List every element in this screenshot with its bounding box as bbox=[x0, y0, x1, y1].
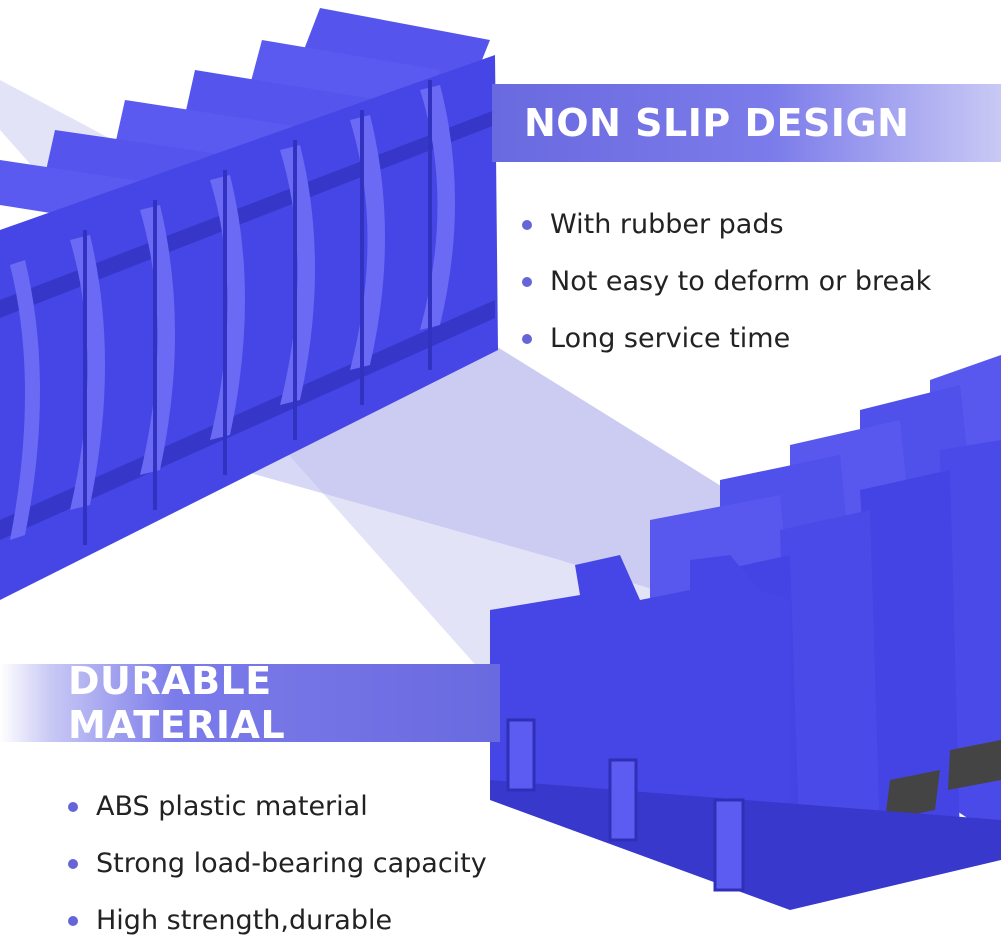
feature-text: With rubber pads bbox=[550, 209, 784, 240]
feature-item: Not easy to deform or break bbox=[522, 253, 931, 310]
bullet-dot-icon bbox=[68, 858, 78, 869]
feature-item: Strong load-bearing capacity bbox=[68, 835, 487, 892]
feature-item: Long service time bbox=[522, 310, 931, 367]
product-scene bbox=[0, 8, 1001, 910]
non-slip-feature-list: With rubber pads Not easy to deform or b… bbox=[522, 196, 931, 367]
feature-text: High strength,durable bbox=[96, 905, 393, 936]
rack-bottom-image bbox=[490, 355, 1001, 910]
bullet-dot-icon bbox=[68, 915, 78, 926]
non-slip-banner: NON SLIP DESIGN bbox=[492, 84, 1001, 162]
bullet-dot-icon bbox=[68, 801, 78, 812]
bullet-dot-icon bbox=[522, 219, 532, 230]
durable-material-banner: DURABLE MATERIAL bbox=[0, 659, 500, 747]
feature-item: ABS plastic material bbox=[68, 778, 487, 835]
feature-text: Long service time bbox=[550, 323, 791, 354]
bullet-dot-icon bbox=[522, 276, 532, 287]
feature-item: High strength,durable bbox=[68, 892, 487, 949]
durable-feature-list: ABS plastic material Strong load-bearing… bbox=[68, 778, 487, 949]
feature-item: With rubber pads bbox=[522, 196, 931, 253]
rack-top-image bbox=[0, 8, 498, 600]
bullet-dot-icon bbox=[522, 333, 532, 344]
feature-text: ABS plastic material bbox=[96, 791, 368, 822]
feature-text: Not easy to deform or break bbox=[550, 266, 932, 297]
feature-text: Strong load-bearing capacity bbox=[96, 848, 487, 879]
durable-material-title: DURABLE MATERIAL bbox=[68, 659, 286, 747]
non-slip-title: NON SLIP DESIGN bbox=[524, 101, 910, 145]
